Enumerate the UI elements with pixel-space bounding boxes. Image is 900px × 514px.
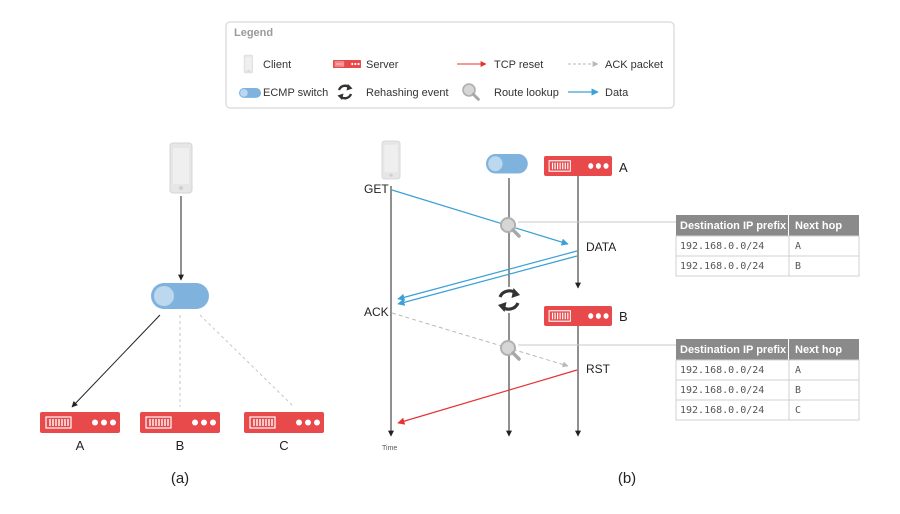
- panel-a-server-c-label: C: [279, 438, 288, 453]
- panel-a-server-b-icon: [139, 411, 221, 434]
- table1-row2-nexthop: B: [795, 261, 801, 272]
- legend-client-icon: [243, 54, 254, 74]
- time-axis-label: Time: [382, 445, 397, 452]
- legend-ecmp-switch-icon: [239, 88, 262, 98]
- panel-a-route-to-c-dashed: [199, 314, 295, 408]
- table1-header-prefix-cell: [676, 215, 788, 236]
- routing-table-1: Destination IP prefix Next hop 192.168.0…: [675, 215, 860, 277]
- table2-row2-nexthop: B: [795, 385, 801, 396]
- panel-a-server-a-label: A: [76, 438, 85, 453]
- data-response-arrow-1: [397, 250, 578, 301]
- panel-a-label: (a): [171, 470, 189, 487]
- legend-client-label: Client: [263, 59, 291, 71]
- panel-b: A B GET DATA ACK RST Time: [364, 140, 860, 487]
- rst-label: RST: [586, 362, 611, 376]
- table2-row3-nexthop: C: [795, 405, 801, 416]
- table1-header-nexthop-cell: [789, 215, 859, 236]
- panel-a-ecmp-switch-icon: [151, 283, 209, 309]
- table1-header-prefix: Destination IP prefix: [680, 220, 787, 232]
- panel-a-server-c-icon: [243, 411, 325, 434]
- legend-rehashing-icon: [337, 84, 353, 100]
- legend-ack-label: ACK packet: [605, 59, 663, 71]
- ack-packet-arrow: [391, 312, 569, 368]
- route-lookup-icon-1: [499, 216, 521, 238]
- table2-header-nexthop-cell: [789, 339, 859, 360]
- panel-b-client-icon: [381, 140, 401, 180]
- panel-b-server-b-icon: [543, 305, 613, 327]
- panel-a-server-b-label: B: [176, 438, 185, 453]
- legend-data-label: Data: [605, 87, 629, 99]
- table1-header-nexthop: Next hop: [795, 220, 842, 232]
- panel-b-label: (b): [618, 470, 636, 487]
- panel-a-server-a-icon: [39, 411, 121, 434]
- panel-a: A B C (a): [39, 142, 325, 487]
- panel-b-server-b-label: B: [619, 309, 628, 324]
- ack-label: ACK: [364, 305, 389, 319]
- legend-route-lookup-label: Route lookup: [494, 87, 559, 99]
- panel-a-route-to-a-arrow: [71, 314, 161, 408]
- table2-header-nexthop: Next hop: [795, 344, 842, 356]
- table2-row3-prefix: 192.168.0.0/24: [680, 405, 764, 416]
- table2-row1-nexthop: A: [795, 365, 801, 376]
- table1-row2-prefix: 192.168.0.0/24: [680, 261, 764, 272]
- legend-ecmp-switch-label: ECMP switch: [263, 87, 328, 99]
- table2-header-prefix: Destination IP prefix: [680, 344, 787, 356]
- rehashing-event-icon: [496, 287, 522, 313]
- table2-row1-prefix: 192.168.0.0/24: [680, 365, 764, 376]
- legend-tcp-reset-label: TCP reset: [494, 59, 543, 71]
- panel-b-ecmp-switch-icon: [486, 154, 528, 174]
- legend-server-label: Server: [366, 59, 399, 71]
- legend-server-icon: [332, 59, 362, 69]
- routing-table-2: Destination IP prefix Next hop 192.168.0…: [675, 339, 860, 421]
- table2-header-prefix-cell: [676, 339, 788, 360]
- get-data-arrow: [391, 189, 569, 246]
- panel-b-server-a-label: A: [619, 160, 628, 175]
- get-label: GET: [364, 182, 389, 196]
- table1-row1-nexthop: A: [795, 241, 801, 252]
- table2-row2-prefix: 192.168.0.0/24: [680, 385, 764, 396]
- data-response-arrow-2: [397, 255, 578, 306]
- panel-a-client-icon: [169, 142, 193, 194]
- table2-body: [675, 359, 860, 421]
- table1-row1-prefix: 192.168.0.0/24: [680, 241, 764, 252]
- legend-rehashing-label: Rehashing event: [366, 87, 449, 99]
- panel-b-server-a-icon: [543, 155, 613, 177]
- tcp-reset-arrow: [397, 369, 578, 425]
- legend-box: [225, 21, 675, 109]
- legend: Legend Client Server TCP reset ACK packe…: [225, 21, 675, 109]
- data-label: DATA: [586, 240, 616, 254]
- legend-title: Legend: [234, 27, 273, 39]
